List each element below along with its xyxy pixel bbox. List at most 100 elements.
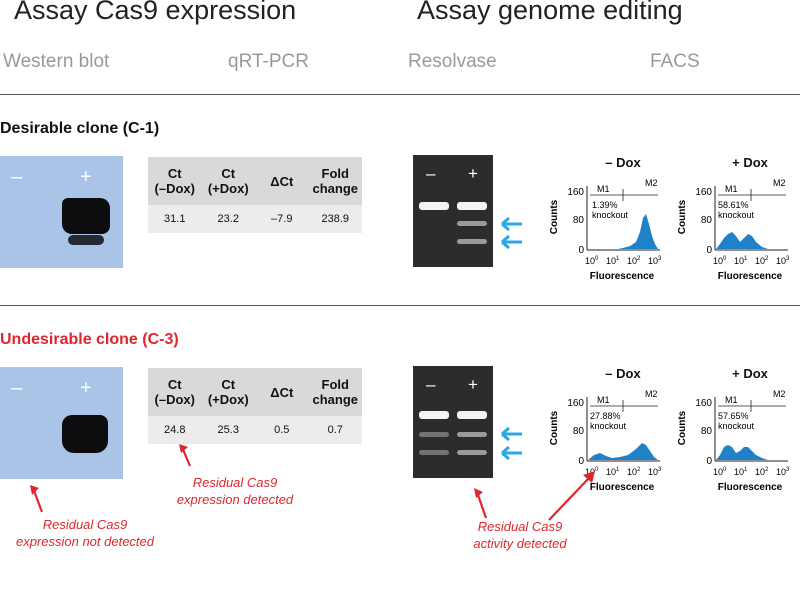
pcr-value-fold-change: 0.7 xyxy=(327,424,343,436)
facs-title-minus-dox: – Dox xyxy=(605,366,641,381)
svg-text:80: 80 xyxy=(573,426,585,437)
gel-minus-label: – xyxy=(426,375,436,394)
svg-text:Counts: Counts xyxy=(677,410,688,445)
facs-header: FACS xyxy=(650,51,700,72)
left-arrow-icon xyxy=(501,446,522,460)
pcr-header-delta-ct: ΔCt xyxy=(270,384,294,400)
diagonal-arrow-icon xyxy=(30,485,44,513)
facs-histogram-area xyxy=(588,443,658,460)
facs-ylabel: Counts xyxy=(549,199,560,234)
pcr-header-delta-ct: ΔCt xyxy=(270,173,294,189)
clone-3-title: Undesirable clone (C-3) xyxy=(0,331,179,348)
ytick-0: 0 xyxy=(578,245,584,256)
svg-text:102: 102 xyxy=(755,256,769,266)
pcr-value-ct-minus: 24.8 xyxy=(164,424,186,436)
svg-text:Fluorescence: Fluorescence xyxy=(718,482,783,493)
diagonal-arrow-icon xyxy=(474,488,488,519)
facs-histogram-c3-plus: Counts 160 80 0 M1 M2 57.65% knockout 10… xyxy=(677,389,790,493)
gel-minus-label: – xyxy=(426,164,436,183)
facs-title-minus-dox: – Dox xyxy=(605,155,641,170)
svg-text:80: 80 xyxy=(701,215,713,226)
svg-text:knockout: knockout xyxy=(718,421,755,431)
svg-text:101: 101 xyxy=(734,467,748,477)
svg-text:0: 0 xyxy=(706,456,712,467)
resolvase-header: Resolvase xyxy=(408,51,497,72)
gate-m2: M2 xyxy=(645,178,658,188)
western-blot-c1: – + xyxy=(0,156,123,268)
facs-histogram-c1-plus: Counts 160 80 0 M1 M2 58.61% knockout 10… xyxy=(677,178,790,282)
svg-text:Fluorescence: Fluorescence xyxy=(718,271,783,282)
gel-plus-label: + xyxy=(468,164,478,183)
pcr-value-delta-ct: –7.9 xyxy=(271,213,293,225)
svg-text:M2: M2 xyxy=(645,389,658,399)
svg-text:Fluorescence: Fluorescence xyxy=(590,482,655,493)
facs-histogram-c3-minus: Counts 160 80 0 M1 M2 27.88% knockout 10… xyxy=(549,389,662,493)
pcr-header-fold-change: Fold change xyxy=(312,166,358,196)
facs-histogram-area xyxy=(716,232,768,249)
pcr-header-ct-minus: Ct (–Dox) xyxy=(154,377,195,407)
gel-band-uncut-plus xyxy=(457,202,487,210)
cas9-band xyxy=(62,198,110,234)
lane-minus-label: – xyxy=(11,377,23,399)
pcr-value-ct-minus: 31.1 xyxy=(164,213,186,225)
western-blot-header: Western blot xyxy=(3,51,110,72)
top-divider xyxy=(0,94,800,95)
left-arrow-icon xyxy=(501,217,522,231)
svg-text:102: 102 xyxy=(755,467,769,477)
knockout-percent: 1.39% xyxy=(592,200,618,210)
facs-histogram-c1-minus: Counts 160 80 0 M1 M2 1.39% knockout 100… xyxy=(549,178,662,282)
svg-text:103: 103 xyxy=(648,467,662,477)
svg-text:101: 101 xyxy=(606,256,620,266)
gel-band-cleaved-2 xyxy=(457,239,487,244)
knockout-label: knockout xyxy=(592,210,629,220)
svg-text:knockout: knockout xyxy=(718,210,755,220)
svg-text:100: 100 xyxy=(713,256,727,266)
left-arrow-icon xyxy=(501,235,522,249)
svg-text:M2: M2 xyxy=(773,389,786,399)
clone-1-title: Desirable clone (C-1) xyxy=(0,120,160,137)
gel-band-uncut-minus xyxy=(419,202,449,210)
svg-text:M1: M1 xyxy=(725,184,738,194)
gel-band-cleaved-1 xyxy=(457,221,487,226)
resolvase-gel-c3: – + xyxy=(413,366,493,478)
facs-histogram-area xyxy=(716,445,768,460)
gel-band-faint-minus-2 xyxy=(419,450,449,455)
svg-text:102: 102 xyxy=(627,256,641,266)
svg-text:160: 160 xyxy=(567,398,584,409)
cas9-band xyxy=(62,415,108,453)
svg-text:M1: M1 xyxy=(725,395,738,405)
svg-text:160: 160 xyxy=(695,398,712,409)
svg-text:58.61%: 58.61% xyxy=(718,200,749,210)
cas9-band-lower xyxy=(68,235,104,245)
ytick-80: 80 xyxy=(573,215,585,226)
svg-text:80: 80 xyxy=(701,426,713,437)
svg-text:160: 160 xyxy=(695,187,712,198)
svg-text:57.65%: 57.65% xyxy=(718,411,749,421)
svg-text:100: 100 xyxy=(585,256,599,266)
lane-minus-label: – xyxy=(11,166,23,188)
lane-plus-label: + xyxy=(80,166,92,188)
pcr-header-ct-plus: Ct (+Dox) xyxy=(207,377,249,407)
svg-text:100: 100 xyxy=(713,467,727,477)
left-arrow-icon xyxy=(501,427,522,441)
svg-text:103: 103 xyxy=(648,256,662,266)
svg-text:103: 103 xyxy=(776,256,790,266)
qrtpcr-table-c3: Ct (–Dox) Ct (+Dox) ΔCt Fold change 24.8… xyxy=(148,368,362,444)
diagonal-arrow-icon xyxy=(179,444,192,467)
annotation-western: Residual Cas9 expression not detected xyxy=(15,517,155,549)
resolvase-gel-c1: – + xyxy=(413,155,493,267)
facs-histogram-area xyxy=(588,214,658,249)
qrtpcr-header: qRT-PCR xyxy=(228,51,309,72)
pcr-value-ct-plus: 23.2 xyxy=(217,213,239,225)
pcr-header-ct-minus: Ct (–Dox) xyxy=(154,166,195,196)
pcr-header-ct-plus: Ct (+Dox) xyxy=(207,166,249,196)
qrtpcr-table-c1: Ct (–Dox) Ct (+Dox) ΔCt Fold change 31.1… xyxy=(148,157,362,233)
gel-band-uncut-plus xyxy=(457,411,487,419)
pcr-header-fold-change: Fold change xyxy=(312,377,358,407)
western-blot-c3: – + xyxy=(0,367,123,479)
svg-text:103: 103 xyxy=(776,467,790,477)
svg-text:Counts: Counts xyxy=(549,410,560,445)
gel-band-cleaved-1 xyxy=(457,432,487,437)
genome-editing-title: Assay genome editing xyxy=(417,0,683,25)
facs-xlabel: Fluorescence xyxy=(590,271,655,282)
